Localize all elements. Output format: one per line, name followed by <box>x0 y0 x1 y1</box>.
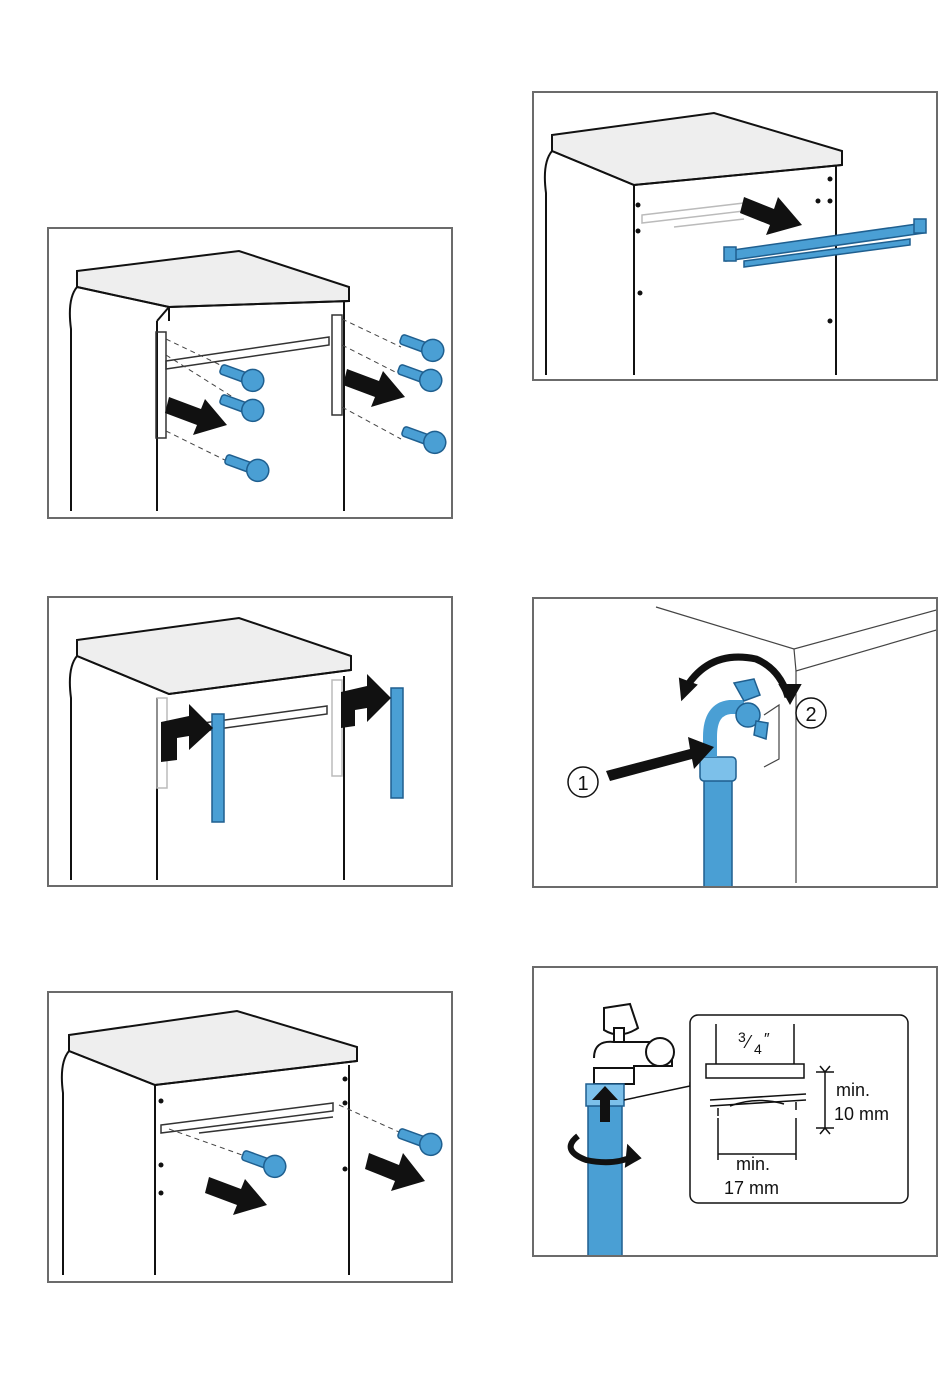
hose-connector <box>700 679 768 888</box>
min-label-1: min. <box>836 1080 870 1100</box>
transport-screw-icon <box>217 328 449 484</box>
remove-screws-illustration <box>49 229 453 519</box>
mounting-dots <box>159 1077 348 1196</box>
panel-remove-rear-screws <box>47 991 453 1283</box>
panel-remove-side-brackets <box>47 596 453 887</box>
min-label-2: min. <box>736 1154 770 1174</box>
thread-inch-mark: ″ <box>764 1031 770 1048</box>
min-value-2: 17 mm <box>724 1178 779 1198</box>
push-arrow-icon <box>606 737 714 781</box>
dashed-guides <box>169 1105 419 1161</box>
pull-arrow-icon <box>205 1153 425 1215</box>
panel-connect-hose: 1 2 <box>532 597 938 888</box>
remove-rear-screws-illustration <box>49 993 453 1283</box>
remove-rail-illustration <box>534 93 938 381</box>
pull-arrow-icon <box>740 197 802 235</box>
thread-denominator: 4 <box>754 1041 762 1057</box>
min-value-1: 10 mm <box>834 1104 889 1124</box>
panel-remove-rail <box>532 91 938 381</box>
step-2-label: 2 <box>805 704 816 726</box>
pull-arrow-icon <box>165 369 405 435</box>
thread-numerator: 3 <box>738 1029 746 1045</box>
step-1-label: 1 <box>577 773 588 795</box>
step-2-marker: 2 <box>796 698 826 728</box>
step-1-marker: 1 <box>568 767 598 797</box>
remove-brackets-illustration <box>49 598 453 887</box>
tap-connection-illustration: 3 ⁄ 4 ″ min. 10 mm min. 17 mm <box>534 968 938 1257</box>
panel-remove-screws <box>47 227 453 519</box>
rail <box>161 1103 333 1133</box>
rail-ghost <box>642 203 744 227</box>
appliance-outline <box>62 1011 357 1275</box>
appliance-outline <box>70 251 349 511</box>
transport-rail <box>724 219 926 267</box>
water-tap <box>594 1004 674 1084</box>
rotate-arrow-icon <box>680 657 800 703</box>
appliance-outline <box>70 618 351 880</box>
connect-hose-illustration: 1 2 <box>534 599 938 888</box>
panel-tap-connection: 3 ⁄ 4 ″ min. 10 mm min. 17 mm <box>532 966 938 1257</box>
